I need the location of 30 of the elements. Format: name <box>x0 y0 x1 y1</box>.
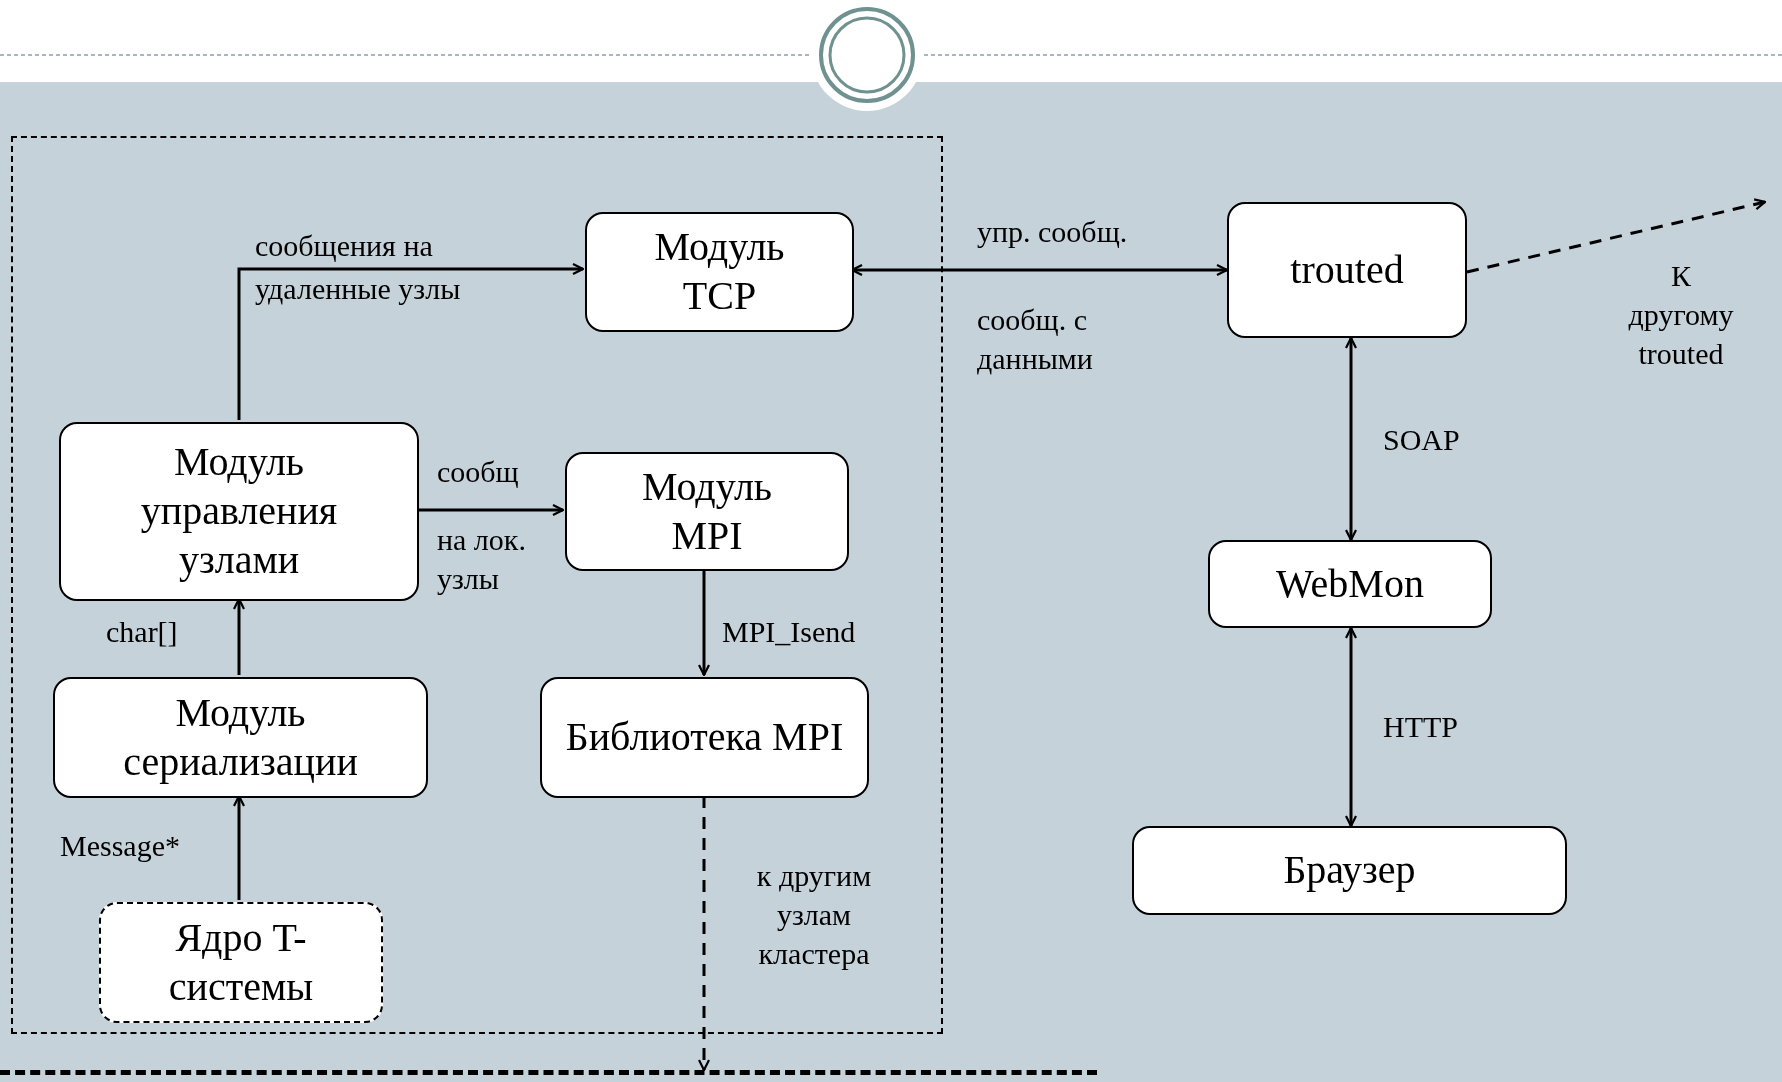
dashed-line-bar <box>0 1070 1097 1076</box>
arrow <box>1344 336 1358 542</box>
module-label: Модуль управления узлами <box>139 438 339 584</box>
module-box <box>1208 540 1492 628</box>
module-label: Библиотека MPI <box>565 713 844 762</box>
module-label: Ядро T-системы <box>167 913 315 1011</box>
module-box <box>1132 826 1567 915</box>
module-label: Модуль сериализации <box>122 688 359 786</box>
arrow <box>1344 626 1358 828</box>
dashed-group-frame <box>11 136 943 1034</box>
module-label: Модуль TCP <box>653 223 786 320</box>
module-box <box>1227 202 1467 338</box>
module-label: Модуль MPI <box>640 462 774 560</box>
module-box <box>540 677 869 798</box>
dashed-arrow <box>1466 198 1767 274</box>
arrow <box>697 569 711 677</box>
module-label: Браузер <box>1283 846 1416 895</box>
module-box <box>99 902 383 1023</box>
module-box <box>565 452 849 571</box>
annotation-text: удаленные узлы <box>255 271 461 307</box>
module-label: trouted <box>1290 245 1404 294</box>
arrow <box>237 262 585 420</box>
module-box <box>59 422 419 601</box>
module-box <box>53 677 428 798</box>
module-label: WebMon <box>1276 559 1424 608</box>
annotation-text: на лок. узлы <box>437 522 527 597</box>
dashed-arrow <box>697 796 711 1072</box>
arrow <box>417 503 565 517</box>
annotation-text: сообщ. с данными <box>977 302 1094 377</box>
module-box <box>585 212 854 332</box>
